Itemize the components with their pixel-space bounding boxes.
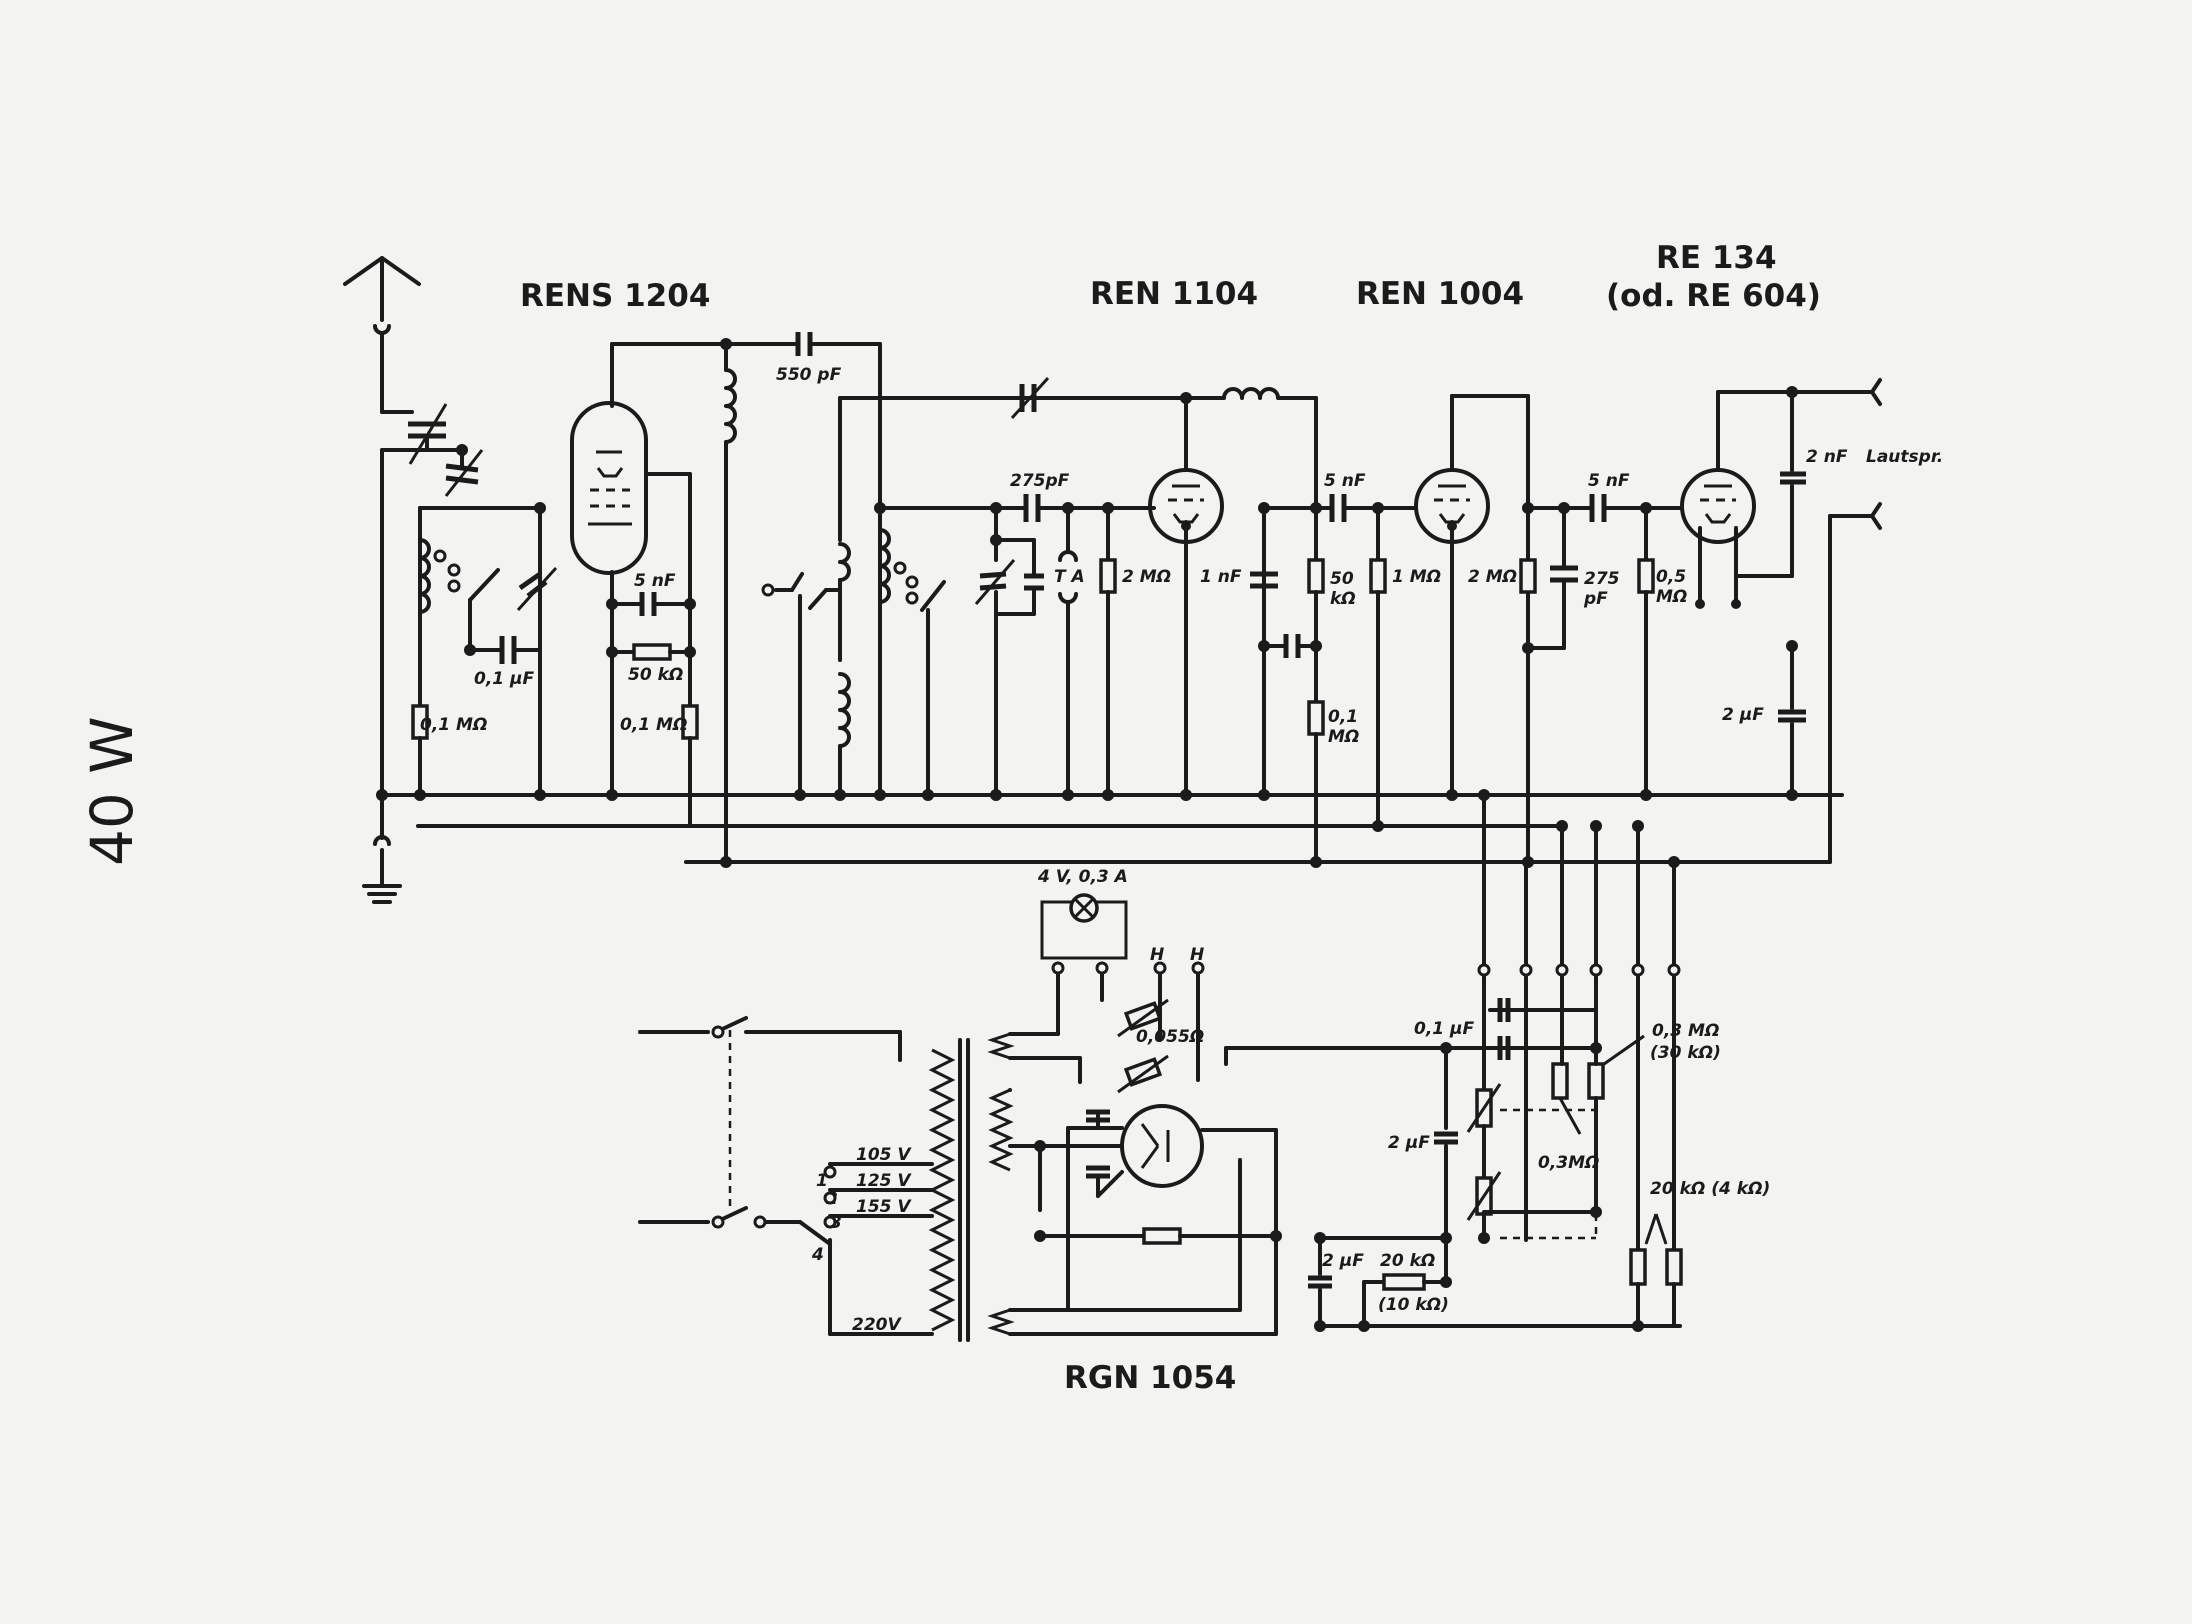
hum-pots: 0,055Ω [1117,998,1204,1094]
component-label-c5a: 5 nF [634,571,676,591]
tube-label-rens1204: RENS 1204 [520,278,710,314]
pickup-input: T A [1054,506,1085,797]
junction-dots [376,338,1798,1332]
component-label-r1m: 1 MΩ [1392,567,1441,587]
interstage-2: 5 nF 2 MΩ 275 pF 0,5 MΩ [1468,471,1687,864]
tube-re134: 2 nF Lautspr. [1680,378,1943,864]
component-label-speaker: Lautspr. [1866,447,1943,467]
heater-fuse [1038,1227,1278,1245]
component-label-r01b: 0,1 MΩ [620,715,687,735]
tube-label-ren1004: REN 1004 [1356,276,1524,312]
plate-choke: 550 pF [724,332,882,864]
component-label-v125: 125 V [856,1171,912,1191]
ground-symbol [362,793,402,904]
component-label-c5c: 5 nF [1588,471,1630,491]
bias-pots: 0,3MΩ 0,3 MΩ (30 kΩ) [1466,1021,1721,1240]
component-label-v105: 105 V [856,1145,912,1165]
input-coil [418,506,558,652]
component-label-r2b: 2 MΩ [1468,567,1517,587]
tube-ren1004 [1414,394,1530,797]
tuning-capacitor-2 [974,506,1044,797]
component-label-r20b-alt: (10 kΩ) [1378,1295,1449,1315]
antenna-symbol [343,256,421,414]
component-label-c275b-2: pF [1583,589,1608,609]
voltage-selector: 105 V 125 V 155 V 220V 1 2 3 4 [798,1145,934,1336]
component-label-r50k-1: 50 [1330,569,1354,589]
resistor-2M-a: 2 MΩ [1099,506,1171,797]
component-label-c2u-b: 2 µF [1388,1133,1430,1153]
component-label-r05-1: 0,5 [1656,567,1686,587]
component-label-c1n: 1 nF [1200,567,1242,587]
cap-2uF-a: 2 µF [1722,644,1806,797]
filter-caps: 0,1 µF 2 µF 2 µF 20 kΩ (10 kΩ) [1224,998,1682,1328]
component-label-h2: H [1190,945,1204,965]
component-label-tap4: 4 [811,1245,824,1265]
power-label: 40 W [78,716,146,866]
component-label-r01c-1: 0,1 [1328,707,1358,727]
component-label-c2u-c: 2 µF [1322,1251,1364,1271]
component-label-c5b: 5 nF [1324,471,1366,491]
pilot-lamp: 4 V, 0,3 A H H [1037,867,1205,1082]
component-label-r20b: 20 kΩ [1380,1251,1435,1271]
bias-resistors: 20 kΩ (4 kΩ) [1629,970,1770,1328]
component-label-c01b: 0,1 µF [1414,1019,1475,1039]
tube-rgn1054 [1038,1104,1278,1336]
tube-ren1104 [1148,387,1318,797]
tube-label-rgn1054: RGN 1054 [1064,1360,1236,1396]
component-label-r20a: 20 kΩ (4 kΩ) [1650,1179,1770,1199]
component-label-r05-2: MΩ [1656,587,1687,607]
component-label-r2a: 2 MΩ [1122,567,1171,587]
component-label-h1: H [1150,945,1164,965]
component-label-ta: T A [1054,567,1085,587]
cathode-network: 5 nF 50 kΩ 0,1 MΩ [610,571,699,828]
component-label-r01c-2: MΩ [1328,727,1359,747]
component-label-r03a-alt: (30 kΩ) [1650,1043,1721,1063]
component-label-c2n: 2 nF [1806,447,1848,467]
component-label-c01: 0,1 µF [474,669,535,689]
component-label-r50: 50 kΩ [628,665,683,685]
component-label-v155: 155 V [856,1197,912,1217]
resistor-0-1M-a: 0,1 MΩ [411,648,487,797]
tube-label-ren1104: REN 1104 [1090,276,1258,312]
antenna-tuning-capacitors [380,403,484,497]
component-label-r0055: 0,055Ω [1136,1027,1204,1047]
component-label-r03b: 0,3MΩ [1538,1153,1599,1173]
interstage-1: 5 nF 1 nF 50 kΩ 0,1 MΩ 1 MΩ [1200,471,1441,864]
tube-label-re134: RE 134 [1656,240,1777,276]
tube-label-re604: (od. RE 604) [1606,278,1821,314]
supply-feeds [1477,793,1681,1242]
component-label-c275a: 275pF [1010,471,1070,491]
component-label-r03a: 0,3 MΩ [1652,1021,1719,1041]
mains-switch [638,1016,902,1229]
grid-coupling-cap: 0,1 µF [468,506,542,797]
component-label-r01a: 0,1 MΩ [420,715,487,735]
component-label-c275b-1: 275 [1584,569,1620,589]
component-label-c2u-a: 2 µF [1722,705,1764,725]
detector-grid-cap: 275pF [998,471,1154,522]
power-transformer [928,1032,1082,1342]
component-label-c550: 550 pF [776,365,842,385]
component-label-r50k-2: kΩ [1330,589,1356,609]
reaction-capacitor [1010,376,1188,420]
component-label-tap1: 1 [816,1171,828,1191]
component-label-v220: 220V [852,1315,902,1335]
component-label-lamp: 4 V, 0,3 A [1037,867,1128,887]
rf-transformer [761,396,1034,797]
